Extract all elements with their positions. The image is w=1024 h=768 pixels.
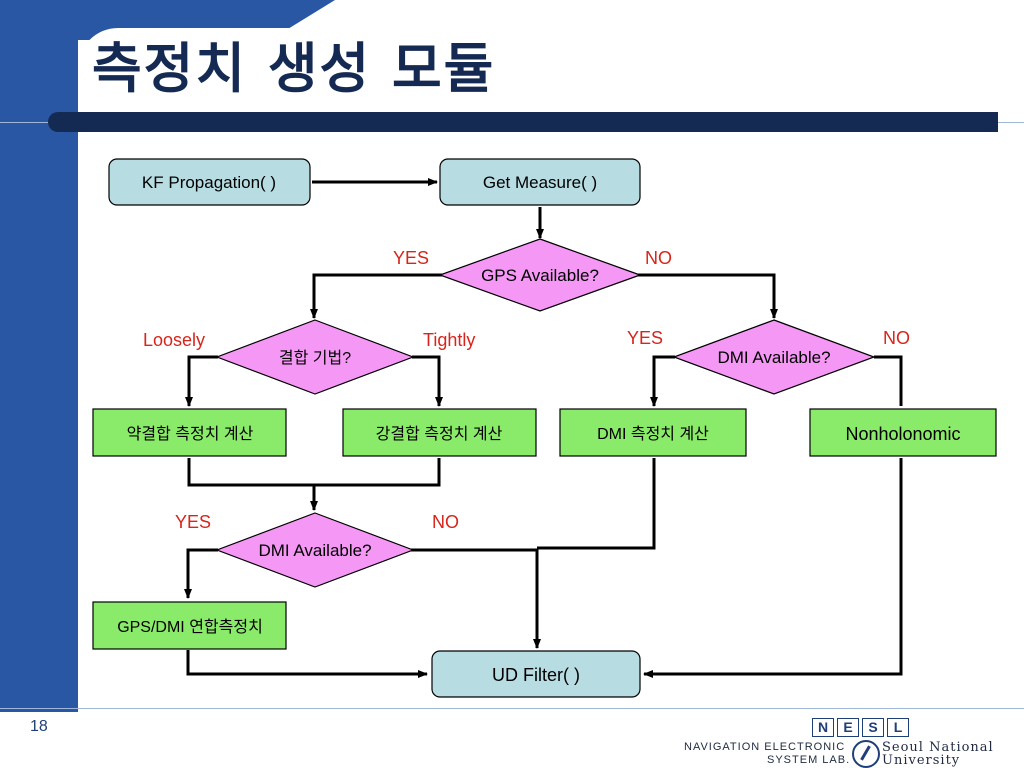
connectors [184,178,903,678]
ud-filter-box [431,650,641,698]
kf-propagation-box [108,158,311,206]
university-name-line2: University [882,753,961,768]
dmi-available-top-decision [672,319,876,395]
dmi-available-bottom-decision [215,512,415,588]
gps-no-label: NO [645,248,672,268]
get-measure-box [439,158,641,206]
gps-available-label: GPS Available? [481,266,599,285]
tight-measure-label: 강결합 측정치 계산 [376,425,503,443]
gps-yes-label: YES [393,248,429,268]
loose-measure-box [92,408,287,457]
gps-dmi-combined-box [92,601,287,650]
arrow-tightly [412,355,443,407]
arrow-nonholonomic-to-ud [643,458,903,678]
arrow-dmi-bottom-yes [184,548,218,599]
arrow-gps-yes [310,273,445,319]
nesl-letter-n: N [812,718,834,737]
gps-available-decision [438,238,642,312]
nonholonomic-box [809,408,997,457]
dmi-available-top-label: DMI Available? [717,348,830,367]
tightly-label: Tightly [423,330,475,350]
university-emblem-icon [852,740,880,768]
title-underline-bar [48,112,998,132]
title-background [78,28,638,108]
slide-title: 측정치 생성 모듈 [92,37,496,100]
ud-filter-label: UD Filter( ) [492,665,580,685]
university-name-line1: Seoul National [882,740,994,755]
arrow-combined-to-ud [186,650,428,678]
footer-rule [0,708,1024,709]
line-merge-coupling [187,458,441,487]
arrow-loosely [185,355,218,407]
loose-measure-label: 약결합 측정치 계산 [127,425,254,443]
gps-dmi-combined-label: GPS/DMI 연합측정치 [117,618,263,636]
loosely-label: Loosely [143,330,205,350]
line-dmi-measure-down [537,458,656,550]
dmi-measure-label: DMI 측정치 계산 [597,425,709,443]
nonholonomic-label: Nonholonomic [845,424,960,444]
arrow-dmi-top-yes [650,355,675,407]
dmi-bottom-no-label: NO [432,512,459,532]
page-number: 18 [30,718,48,735]
nesl-letter-e: E [837,718,859,737]
nesl-letter-s: S [862,718,884,737]
nesl-letter-l: L [887,718,909,737]
tight-measure-box [342,408,537,457]
dmi-top-yes-label: YES [627,328,663,348]
lab-name-line2: SYSTEM LAB. [767,754,851,766]
dmi-available-bottom-label: DMI Available? [258,541,371,560]
dmi-top-no-label: NO [883,328,910,348]
arrow-dmi-bottom-no [411,548,541,649]
get-measure-label: Get Measure( ) [483,173,597,192]
dmi-measure-box [559,408,747,457]
kf-propagation-label: KF Propagation( ) [142,173,276,192]
arrow-gps-no [636,273,778,319]
dmi-bottom-yes-label: YES [175,512,211,532]
nesl-logo: N E S L [812,718,909,737]
coupling-method-decision [215,319,415,395]
line-dmi-top-no [874,355,903,406]
lab-name-line1: NAVIGATION ELECTRONIC [684,741,846,753]
coupling-method-label: 결합 기법? [279,349,351,367]
